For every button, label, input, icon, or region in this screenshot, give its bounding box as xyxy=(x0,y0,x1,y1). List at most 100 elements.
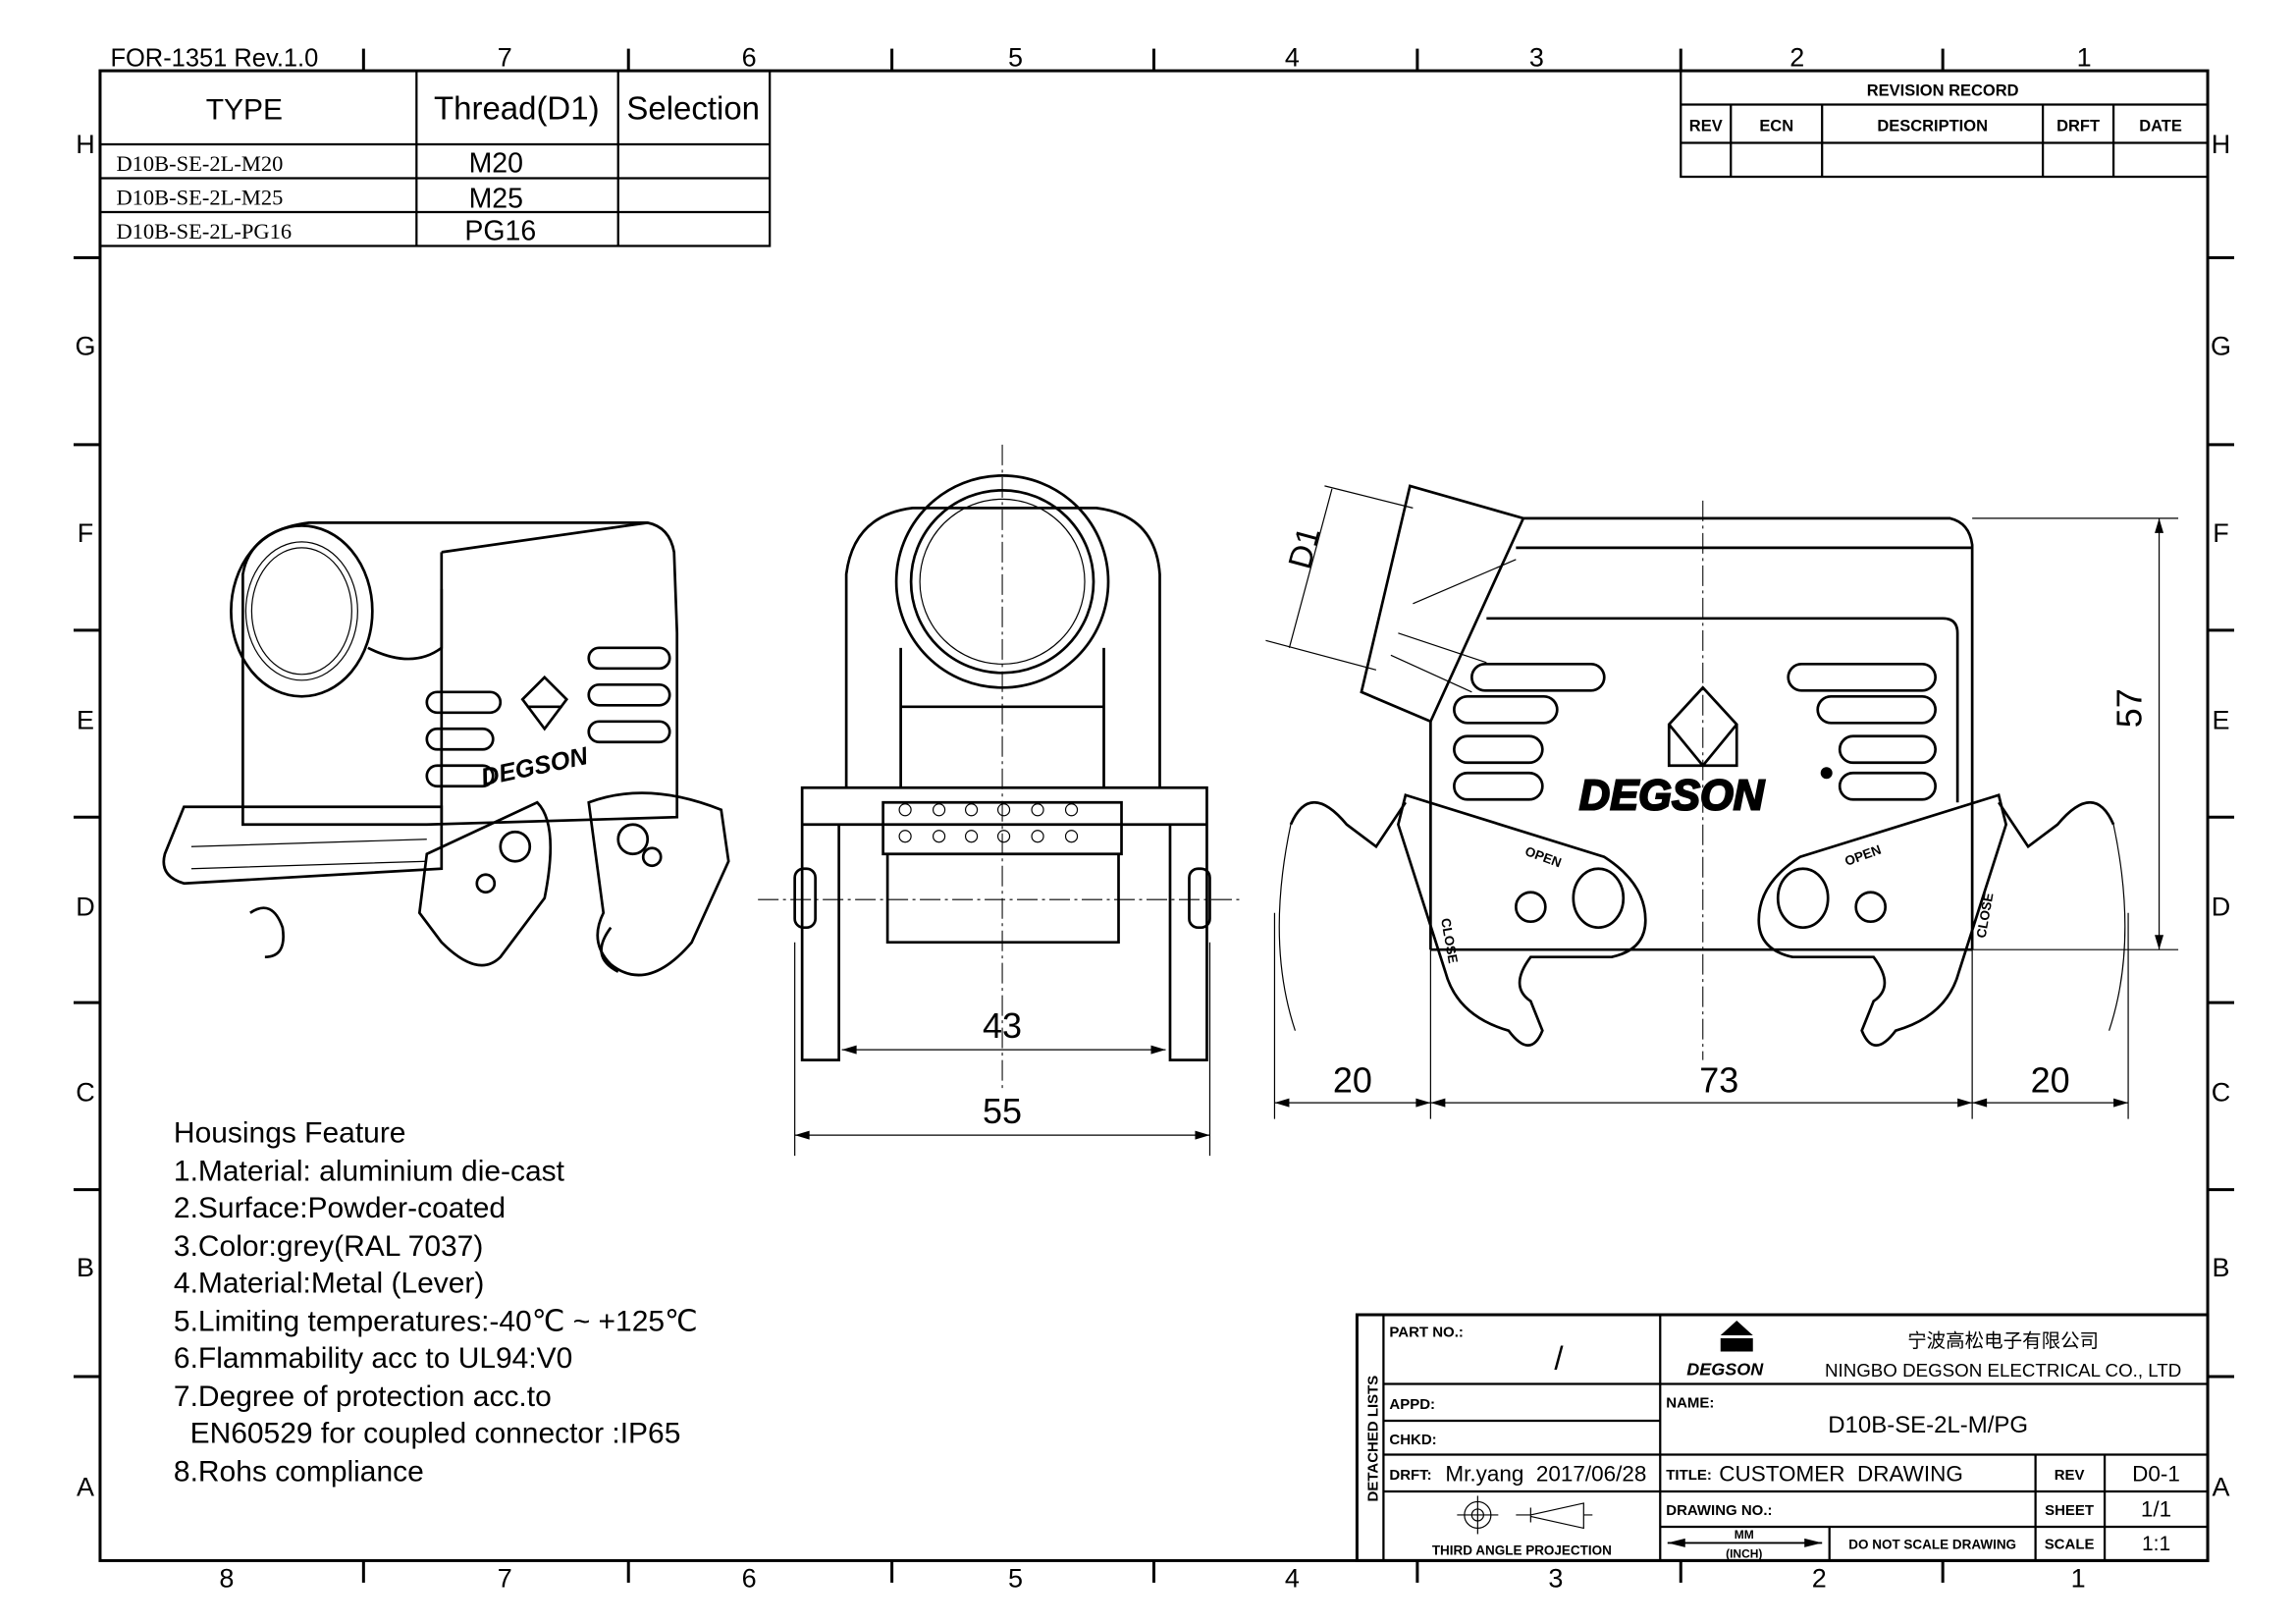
units-mm: MM xyxy=(1735,1528,1754,1542)
company-logo: DEGSON xyxy=(1686,1321,1764,1380)
col-label: 6 xyxy=(742,43,757,73)
detached-lists-label: DETACHED LISTS xyxy=(1364,1376,1381,1502)
col-label: 1 xyxy=(2077,43,2092,73)
brand-mark: DEGSON xyxy=(1579,773,1766,820)
drawing-no-label: DRAWING NO.: xyxy=(1666,1502,1772,1519)
dimension-widths: 20 73 20 xyxy=(1273,912,2129,1119)
sheet-label: SHEET xyxy=(2045,1502,2094,1519)
type-table: TYPE Thread(D1) Selection D10B-SE-2L-M20… xyxy=(98,69,772,247)
row-label: E xyxy=(2213,705,2230,734)
logo-text: DEGSON xyxy=(1686,1360,1764,1380)
cable-entry xyxy=(894,474,1110,689)
scale-value: 1:1 xyxy=(2142,1533,2170,1555)
part-no-value: / xyxy=(1554,1340,1564,1377)
row-label: B xyxy=(77,1253,94,1282)
type-cell: D10B-SE-2L-M20 xyxy=(116,151,283,176)
row-label: C xyxy=(2212,1078,2230,1108)
feature-item: 2.Surface:Powder-coated xyxy=(174,1192,506,1224)
feature-item: 7.Degree of protection acc.to xyxy=(174,1380,552,1413)
row-label: A xyxy=(2213,1472,2230,1501)
drft-header: DRFT xyxy=(2056,118,2100,135)
feature-item: 6.Flammability acc to UL94:V0 xyxy=(174,1342,572,1375)
cable-entry-thread xyxy=(230,524,374,698)
row-label: F xyxy=(78,518,93,548)
col-label: 8 xyxy=(219,1563,234,1593)
units-inch: (INCH) xyxy=(1726,1546,1762,1560)
header-selection: Selection xyxy=(626,90,760,127)
col-label: 3 xyxy=(1529,43,1544,73)
no-scale-note: DO NOT SCALE DRAWING xyxy=(1848,1537,2016,1551)
dimension-43: 43 xyxy=(841,1005,1166,1055)
title-block: DETACHED LISTS PART NO.: / APPD: CHKD: D… xyxy=(1355,1313,2210,1562)
title-label: TITLE: xyxy=(1666,1467,1712,1484)
housing-features: Housings Feature 1.Material: aluminium d… xyxy=(174,1117,698,1489)
dimension-57: 57 xyxy=(1972,517,2179,950)
row-label: G xyxy=(2211,331,2231,360)
feature-item: 1.Material: aluminium die-cast xyxy=(174,1156,565,1188)
lever-open-label: OPEN xyxy=(1523,843,1564,870)
col-label: 7 xyxy=(498,1563,512,1593)
row-label: F xyxy=(2213,518,2228,548)
logo-mark xyxy=(1667,685,1738,768)
row-label: D xyxy=(2212,893,2230,922)
col-label: 3 xyxy=(1548,1563,1563,1593)
rev-header: REV xyxy=(1689,118,1723,135)
rev-value: D0-1 xyxy=(2132,1461,2180,1486)
side-view: DEGSON OPEN OPEN CLOSE CLOSE D1 57 xyxy=(1265,484,2179,1119)
type-cell: D10B-SE-2L-M25 xyxy=(116,186,283,210)
col-label: 4 xyxy=(1285,43,1300,73)
feature-item: EN60529 for coupled connector :IP65 xyxy=(174,1417,680,1449)
row-label: C xyxy=(76,1078,94,1108)
revision-title: REVISION RECORD xyxy=(1867,82,2019,100)
col-label: 5 xyxy=(1008,43,1023,73)
cable-entry-side xyxy=(1360,484,1525,724)
locking-lever xyxy=(417,800,553,967)
chkd-label: CHKD: xyxy=(1389,1432,1436,1448)
part-no-label: PART NO.: xyxy=(1389,1325,1463,1341)
col-label: 5 xyxy=(1008,1563,1023,1593)
drft-label: DRFT: xyxy=(1389,1467,1431,1484)
col-label: 4 xyxy=(1285,1563,1300,1593)
lever-open-label: OPEN xyxy=(1842,842,1883,869)
thread-cell: PG16 xyxy=(464,215,536,246)
lever-close-label: CLOSE xyxy=(1974,892,1997,939)
isometric-view: DEGSON xyxy=(162,521,730,977)
projection-label: THIRD ANGLE PROJECTION xyxy=(1432,1543,1612,1557)
units-indicator: MM (INCH) xyxy=(1667,1528,1823,1560)
col-label: 2 xyxy=(1789,43,1804,73)
header-type: TYPE xyxy=(206,94,283,127)
row-label: B xyxy=(2213,1253,2230,1282)
features-title: Housings Feature xyxy=(174,1117,406,1150)
company-name-en: NINGBO DEGSON ELECTRICAL CO., LTD xyxy=(1825,1360,2181,1380)
dimension-value: 20 xyxy=(1333,1060,1372,1101)
company-name-cn: 宁波高松电子有限公司 xyxy=(1907,1330,2099,1352)
dimension-value: 20 xyxy=(2031,1060,2070,1101)
row-label: E xyxy=(77,705,94,734)
dimension-55: 55 xyxy=(794,942,1211,1157)
feature-item: 3.Color:grey(RAL 7037) xyxy=(174,1230,483,1263)
sheet-value: 1/1 xyxy=(2141,1496,2171,1521)
front-view: 43 55 xyxy=(758,444,1244,1157)
drft-value: Mr.yang 2017/06/28 xyxy=(1445,1461,1646,1486)
scale-label: SCALE xyxy=(2045,1536,2095,1552)
feature-item: 8.Rohs compliance xyxy=(174,1455,424,1488)
zone-markers: FOR-1351 Rev.1.0 7 6 5 4 3 2 1 8 7 6 5 4… xyxy=(73,43,2235,1593)
locking-lever xyxy=(587,791,730,977)
row-label: H xyxy=(2212,130,2230,159)
date-header: DATE xyxy=(2139,118,2182,135)
feature-item: 5.Limiting temperatures:-40℃ ~ +125℃ xyxy=(174,1306,698,1338)
locking-lever-right xyxy=(1757,793,2008,1047)
dimension-value: D1 xyxy=(1281,523,1327,572)
feature-item: 4.Material:Metal (Lever) xyxy=(174,1268,484,1300)
description-header: DESCRIPTION xyxy=(1877,118,1988,135)
col-label: 7 xyxy=(498,43,512,73)
rev-label: REV xyxy=(2055,1467,2085,1484)
col-label: 2 xyxy=(1812,1563,1827,1593)
name-value: D10B-SE-2L-M/PG xyxy=(1828,1412,2028,1438)
name-label: NAME: xyxy=(1666,1394,1714,1411)
dimension-value: 57 xyxy=(2109,688,2150,728)
row-label: D xyxy=(76,893,94,922)
col-label: 1 xyxy=(2071,1563,2086,1593)
form-code: FOR-1351 Rev.1.0 xyxy=(110,45,318,73)
